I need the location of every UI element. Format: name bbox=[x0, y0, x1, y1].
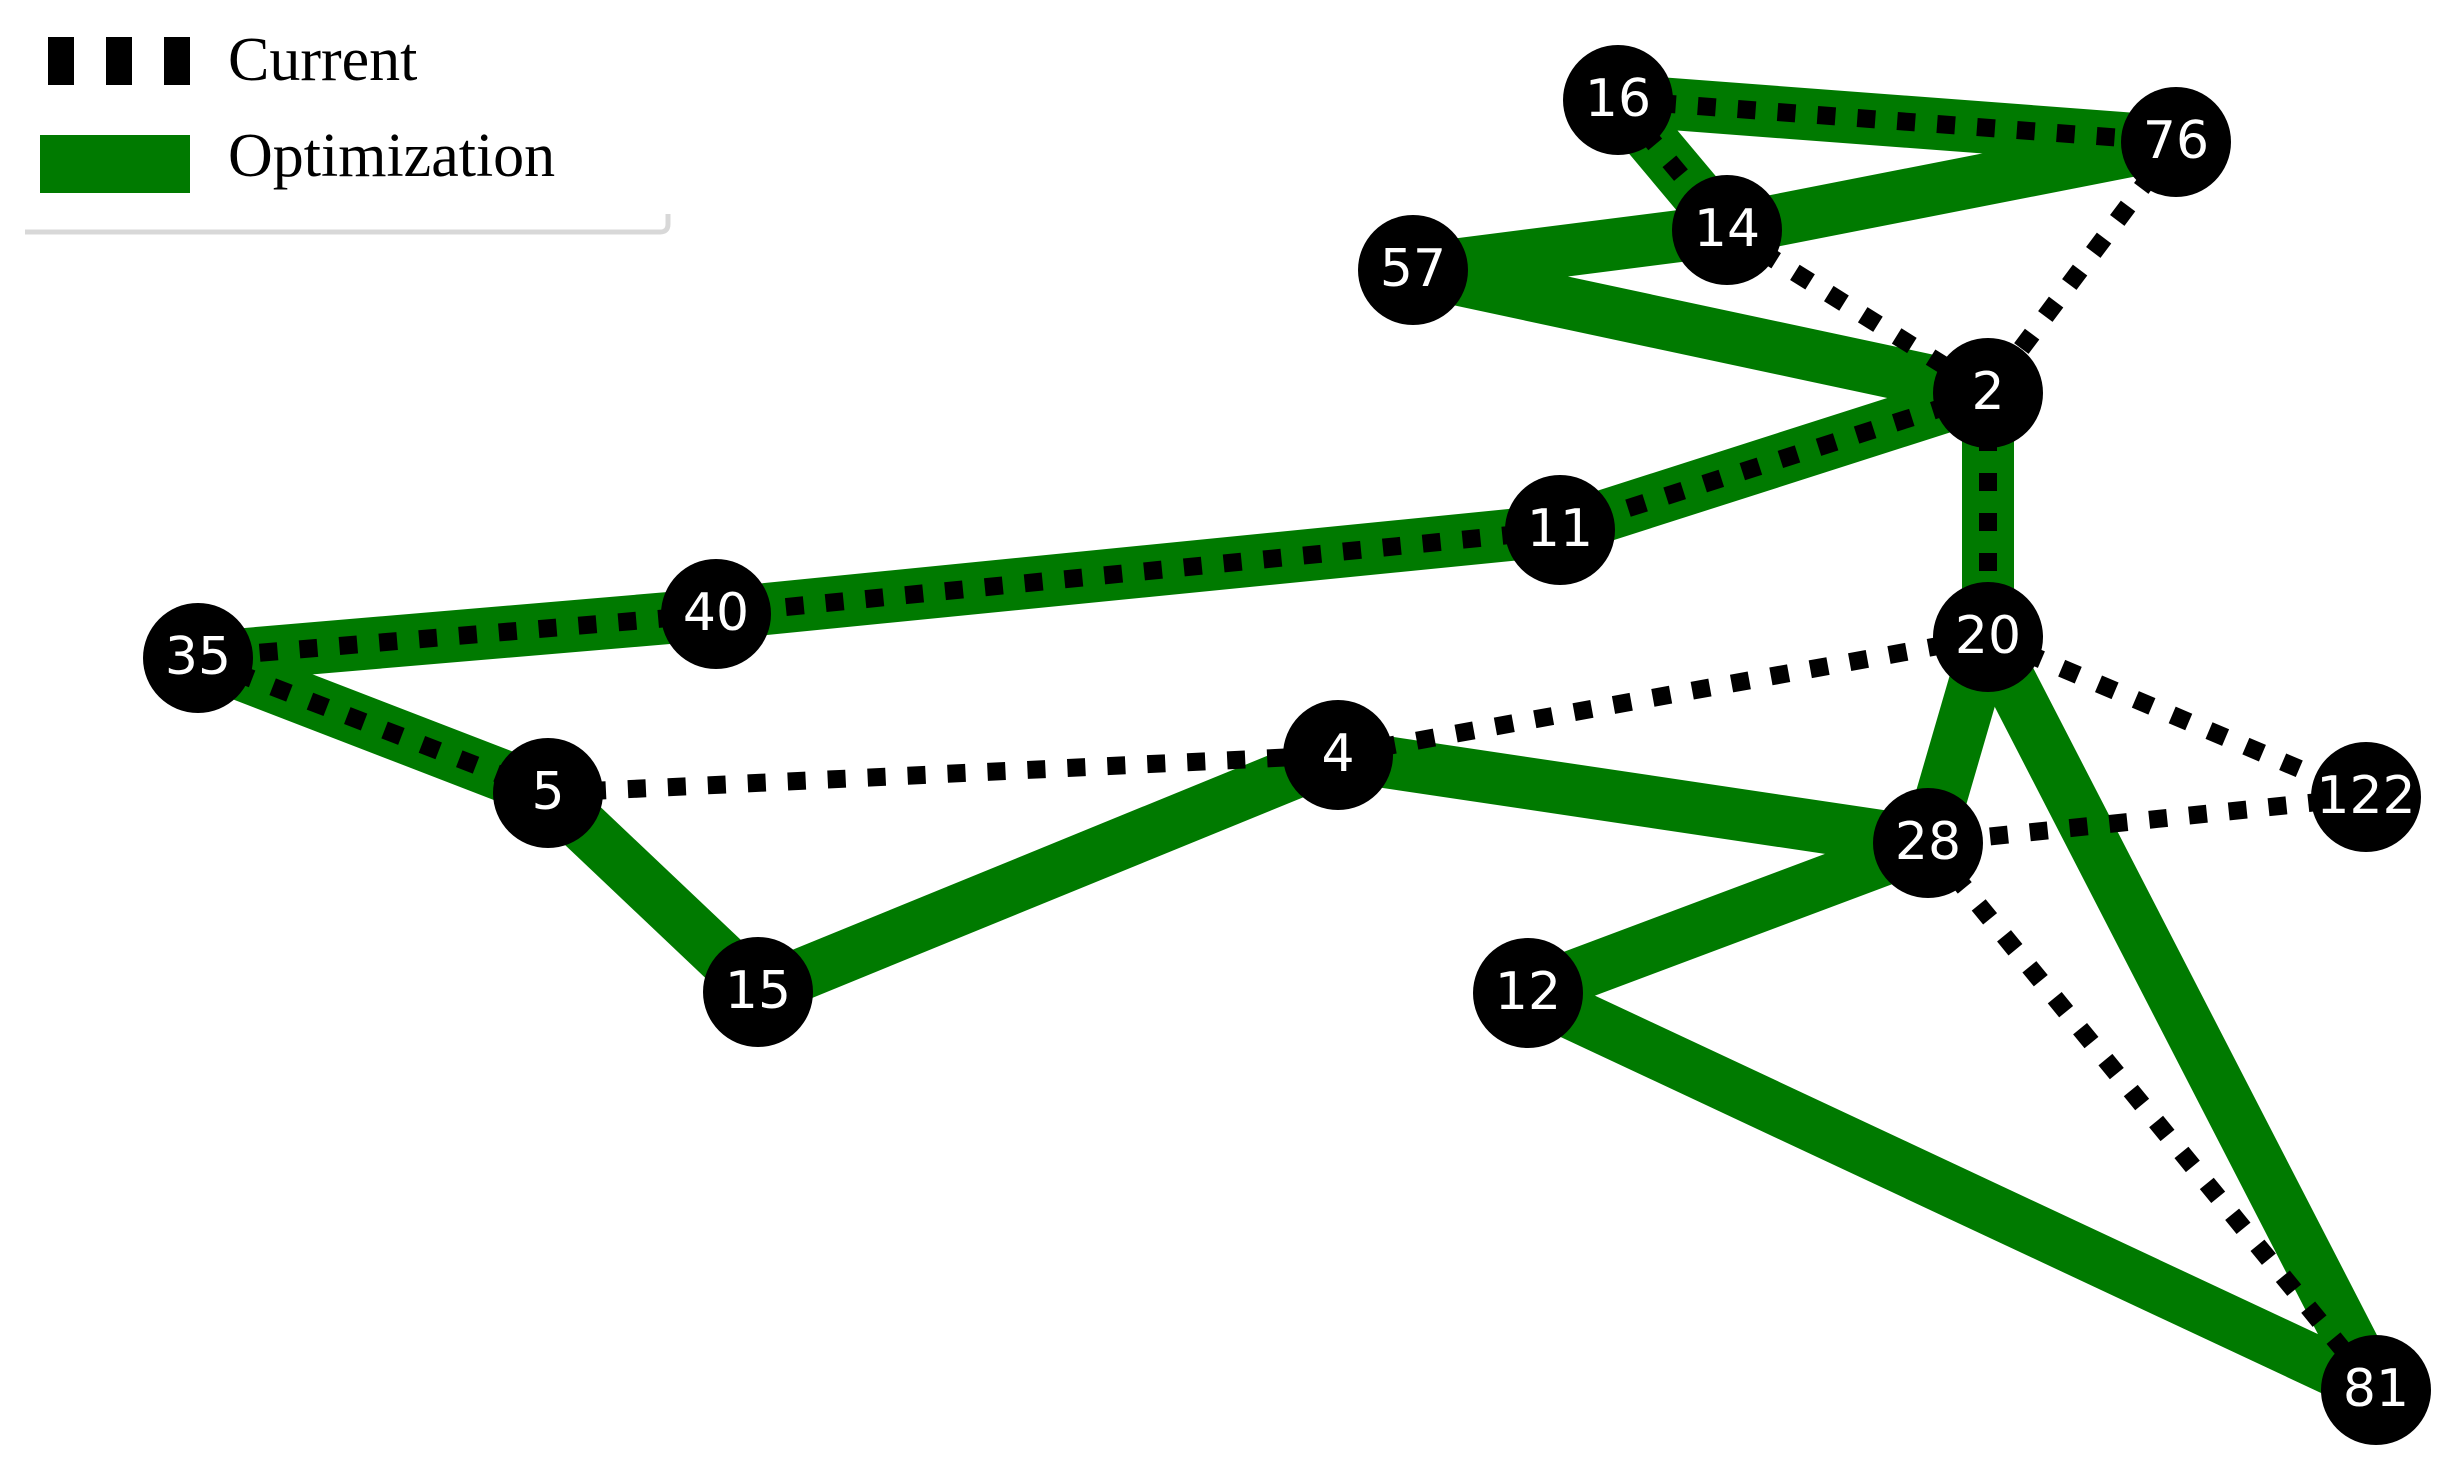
node-circle bbox=[2321, 1335, 2431, 1445]
optimization-edge-12-81 bbox=[1516, 969, 2388, 1414]
legend-label-current: Current bbox=[228, 26, 417, 94]
node-label: 2 bbox=[1971, 362, 2004, 422]
current-edge-40-35 bbox=[197, 605, 717, 667]
current-edge-16-76 bbox=[1617, 91, 2177, 151]
node-label: 12 bbox=[1495, 962, 1561, 1022]
node-circle bbox=[1563, 45, 1673, 155]
node-circle bbox=[703, 937, 813, 1047]
node-11: 11 bbox=[1505, 475, 1615, 585]
legend-current-dash bbox=[164, 37, 190, 85]
optimization-edge-81-20 bbox=[1964, 625, 2400, 1402]
legend-optimization-swatch bbox=[40, 135, 190, 193]
node-label: 76 bbox=[2143, 111, 2209, 171]
optimization-edge-57-2 bbox=[1407, 244, 1994, 419]
legend-current-dash bbox=[48, 37, 74, 85]
legend-label-optimization: Optimization bbox=[228, 122, 555, 190]
node-label: 122 bbox=[2316, 766, 2415, 826]
optimization-edge-28-12 bbox=[1518, 818, 1938, 1018]
node-12: 12 bbox=[1473, 938, 1583, 1048]
node-57: 57 bbox=[1358, 215, 1468, 325]
node-circle bbox=[493, 738, 603, 848]
legend-current-dash bbox=[106, 37, 132, 85]
node-circle bbox=[1933, 582, 2043, 692]
optimization-edge-4-28 bbox=[1334, 729, 1932, 869]
node-circle bbox=[143, 603, 253, 713]
node-label: 5 bbox=[531, 762, 564, 822]
node-label: 57 bbox=[1380, 239, 1446, 299]
current-edge-4-20 bbox=[1336, 628, 1990, 764]
node-label: 16 bbox=[1585, 69, 1651, 129]
node-circle bbox=[1505, 475, 1615, 585]
node-16: 16 bbox=[1563, 45, 1673, 155]
node-label: 15 bbox=[725, 961, 791, 1021]
node-label: 81 bbox=[2343, 1359, 2409, 1419]
node-circle bbox=[2311, 742, 2421, 852]
node-label: 11 bbox=[1527, 499, 1593, 559]
optimization-edge-76-14 bbox=[1721, 116, 2182, 256]
node-label: 20 bbox=[1955, 606, 2021, 666]
legend-frame bbox=[25, 214, 671, 235]
node-5: 5 bbox=[493, 738, 603, 848]
node-label: 35 bbox=[165, 627, 231, 687]
legend-current-swatch bbox=[48, 37, 190, 85]
nodes: 16 76 14 57 2 11 40 35 20 4 5 122 28 15 12 81 bbox=[143, 45, 2431, 1445]
node-122: 122 bbox=[2311, 742, 2421, 852]
current-edge-20-122 bbox=[1984, 628, 2370, 806]
optimization-edge-11-40 bbox=[713, 504, 1563, 640]
node-28: 28 bbox=[1873, 788, 1983, 898]
node-circle bbox=[1672, 175, 1782, 285]
node-label: 28 bbox=[1895, 812, 1961, 872]
optimization-edge-15-4 bbox=[748, 730, 1348, 1017]
node-label: 40 bbox=[683, 583, 749, 643]
node-20: 20 bbox=[1933, 582, 2043, 692]
node-40: 40 bbox=[661, 559, 771, 669]
legend: Current Optimization bbox=[25, 26, 671, 235]
node-circle bbox=[1283, 700, 1393, 810]
node-circle bbox=[1358, 215, 1468, 325]
current-edge-2-11 bbox=[1557, 384, 1991, 539]
node-14: 14 bbox=[1672, 175, 1782, 285]
node-label: 4 bbox=[1321, 724, 1354, 784]
current-edge-122-28 bbox=[1927, 788, 2367, 852]
current-edge-5-4 bbox=[547, 746, 1339, 802]
node-76: 76 bbox=[2121, 87, 2231, 197]
node-4: 4 bbox=[1283, 700, 1393, 810]
current-edge-16-14 bbox=[1611, 94, 1734, 236]
node-circle bbox=[1873, 788, 1983, 898]
node-circle bbox=[2121, 87, 2231, 197]
node-2: 2 bbox=[1933, 338, 2043, 448]
node-label: 14 bbox=[1694, 199, 1760, 259]
node-81: 81 bbox=[2321, 1335, 2431, 1445]
optimization-edge-35-5 bbox=[188, 633, 558, 818]
optimization-route bbox=[188, 74, 2400, 1414]
node-circle bbox=[1933, 338, 2043, 448]
node-15: 15 bbox=[703, 937, 813, 1047]
node-35: 35 bbox=[143, 603, 253, 713]
node-circle bbox=[1473, 938, 1583, 1048]
node-circle bbox=[661, 559, 771, 669]
